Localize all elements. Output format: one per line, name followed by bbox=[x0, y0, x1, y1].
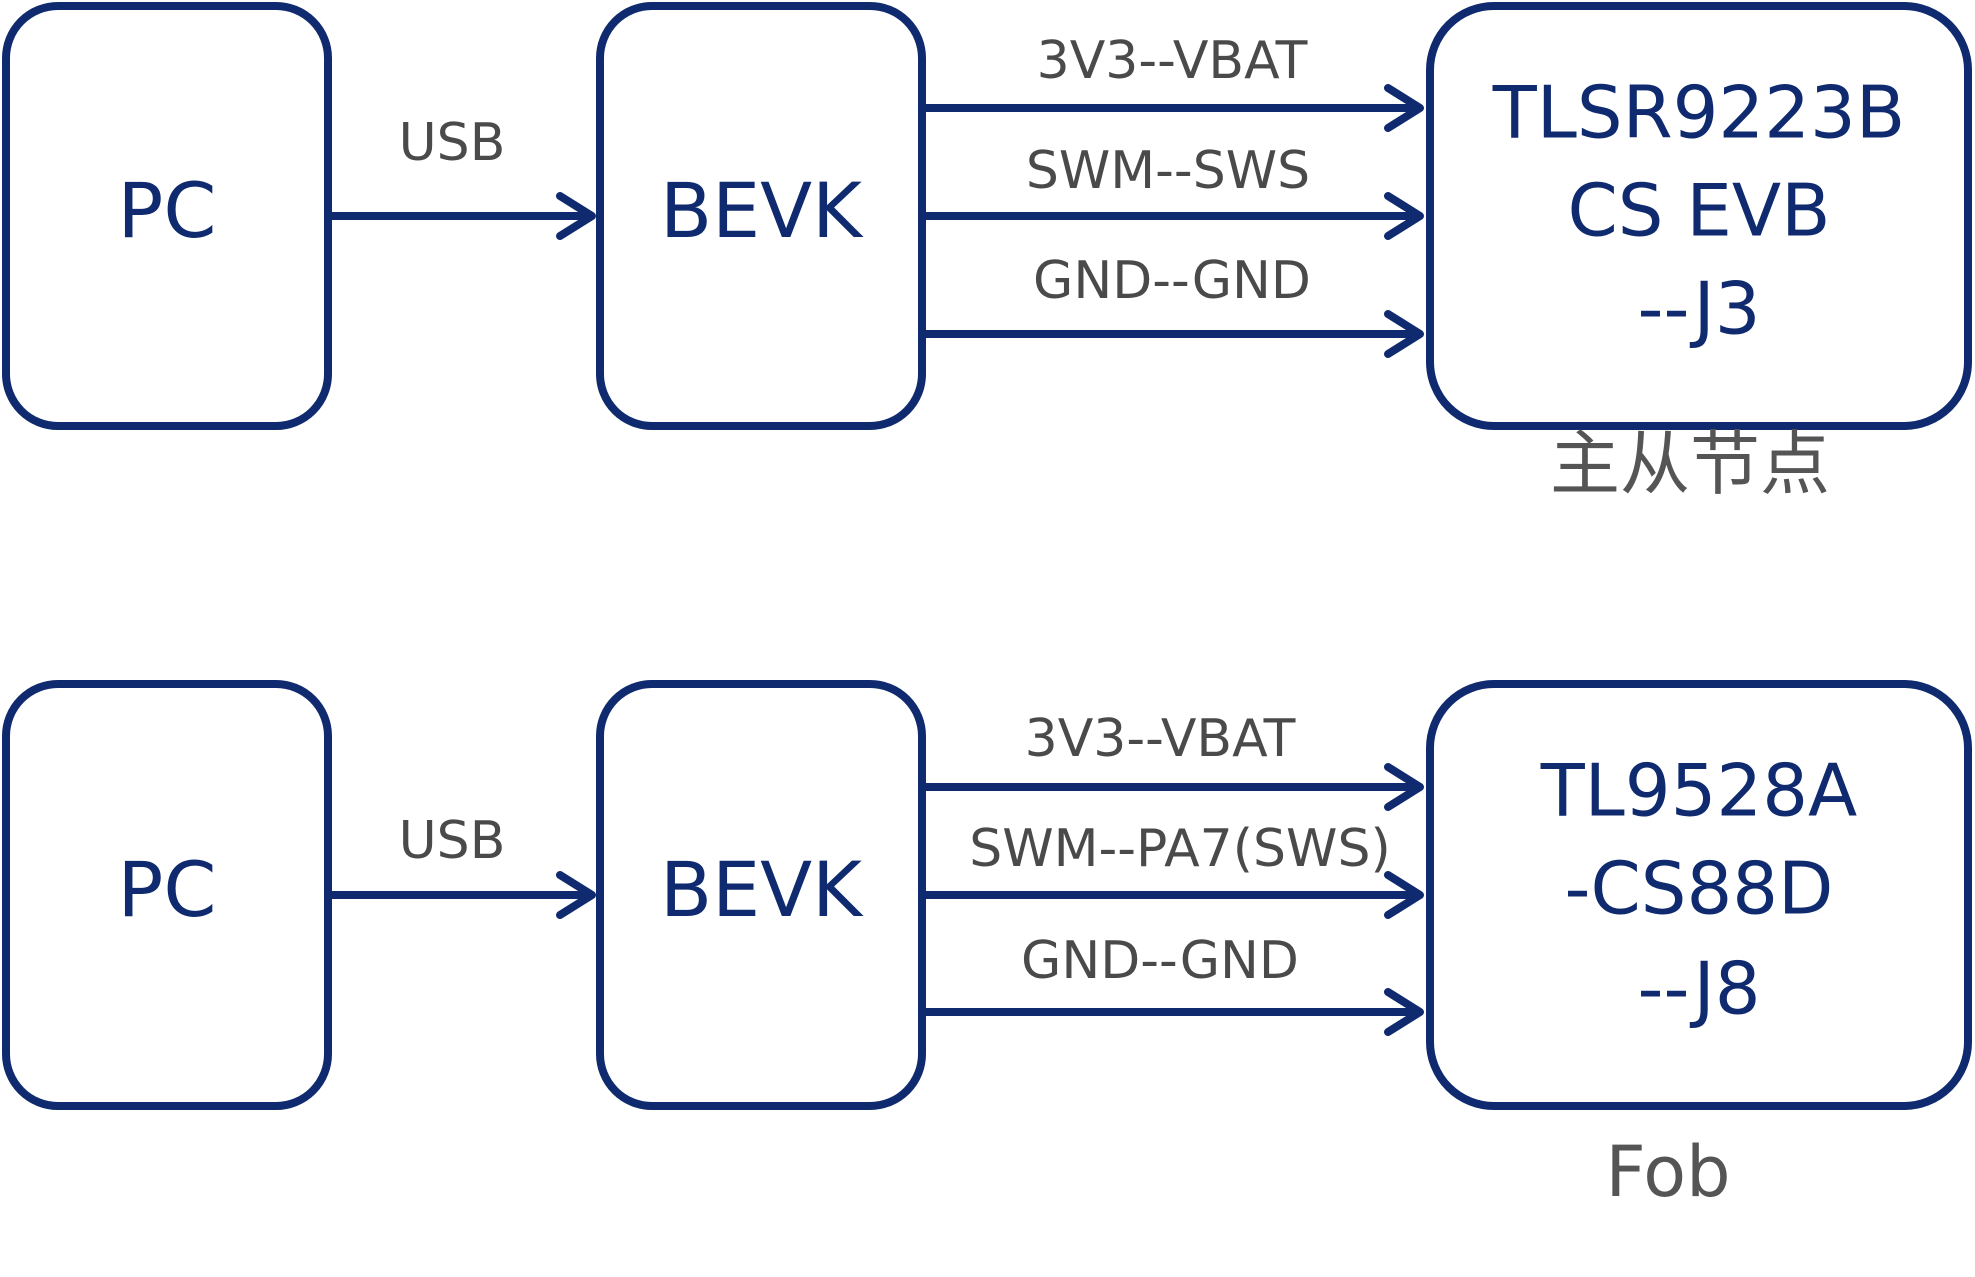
top-link-1-arrowhead bbox=[1384, 84, 1424, 132]
bottom-target-line-1: TL9528A bbox=[1540, 749, 1858, 833]
bottom-diagram: PC USB BEVK 3V3--VBAT SWM--PA7(SWS) GND-… bbox=[2, 680, 1972, 1213]
bottom-link-1-label: 3V3--VBAT bbox=[1025, 709, 1296, 769]
bottom-caption: Fob bbox=[1605, 1131, 1730, 1213]
bottom-bevk-label: BEVK bbox=[660, 845, 864, 934]
top-link-3-label: GND--GND bbox=[1033, 251, 1311, 311]
top-usb-label: USB bbox=[399, 113, 506, 173]
top-link-1-label: 3V3--VBAT bbox=[1037, 31, 1308, 91]
bottom-target-line-2: -CS88D bbox=[1564, 847, 1833, 931]
bottom-link-1-arrowhead bbox=[1384, 763, 1424, 811]
bottom-link-3-arrowhead bbox=[1384, 988, 1424, 1036]
top-caption: 主从节点 bbox=[1550, 423, 1830, 505]
bottom-usb-label: USB bbox=[399, 811, 506, 871]
bottom-pc-label: PC bbox=[118, 845, 217, 934]
bottom-link-2-arrowhead bbox=[1384, 871, 1424, 919]
top-target-box bbox=[1426, 2, 1972, 430]
bottom-target-box bbox=[1426, 680, 1972, 1110]
top-target-line-1: TLSR9223B bbox=[1492, 71, 1905, 155]
bottom-target-line-3: --J8 bbox=[1637, 947, 1760, 1031]
top-diagram: PC USB BEVK 3V3--VBAT SWM--SWS GND--GND … bbox=[2, 2, 1972, 505]
top-bevk-label: BEVK bbox=[660, 166, 864, 255]
top-target-line-3: --J3 bbox=[1637, 267, 1760, 351]
bottom-link-3-label: GND--GND bbox=[1021, 931, 1299, 991]
top-link-3-arrowhead bbox=[1384, 310, 1424, 358]
top-link-2-label: SWM--SWS bbox=[1026, 141, 1310, 201]
bottom-usb-arrowhead bbox=[556, 871, 596, 919]
top-pc-label: PC bbox=[118, 166, 217, 255]
top-link-2-arrowhead bbox=[1384, 192, 1424, 240]
top-target-line-2: CS EVB bbox=[1567, 169, 1830, 253]
bottom-link-2-label: SWM--PA7(SWS) bbox=[969, 819, 1391, 879]
top-usb-arrowhead bbox=[556, 192, 596, 240]
